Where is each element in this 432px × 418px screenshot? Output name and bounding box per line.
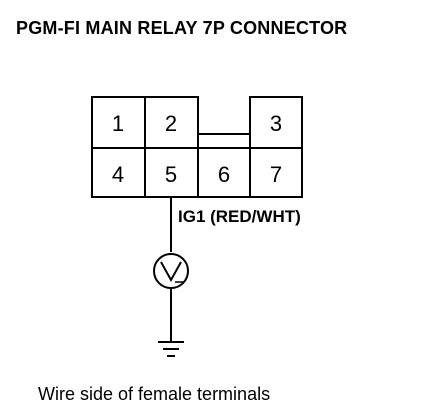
- volt-symbol: [160, 261, 183, 283]
- pin-7-label: 7: [270, 162, 282, 187]
- ground-icon: [158, 341, 184, 357]
- pin-1-label: 1: [112, 111, 124, 136]
- voltmeter-icon: [153, 253, 189, 289]
- diagram-title: PGM-FI MAIN RELAY 7P CONNECTOR: [16, 18, 348, 38]
- pin-5-label: 5: [165, 162, 177, 187]
- caption: Wire side of female terminals: [38, 384, 271, 404]
- wire-label: IG1 (RED/WHT): [178, 207, 301, 226]
- pin-2-label: 2: [165, 111, 177, 136]
- pin-4-label: 4: [112, 162, 124, 187]
- pin-6-label: 6: [218, 162, 230, 187]
- connector-outline: [91, 96, 303, 198]
- pin-3-label: 3: [270, 111, 282, 136]
